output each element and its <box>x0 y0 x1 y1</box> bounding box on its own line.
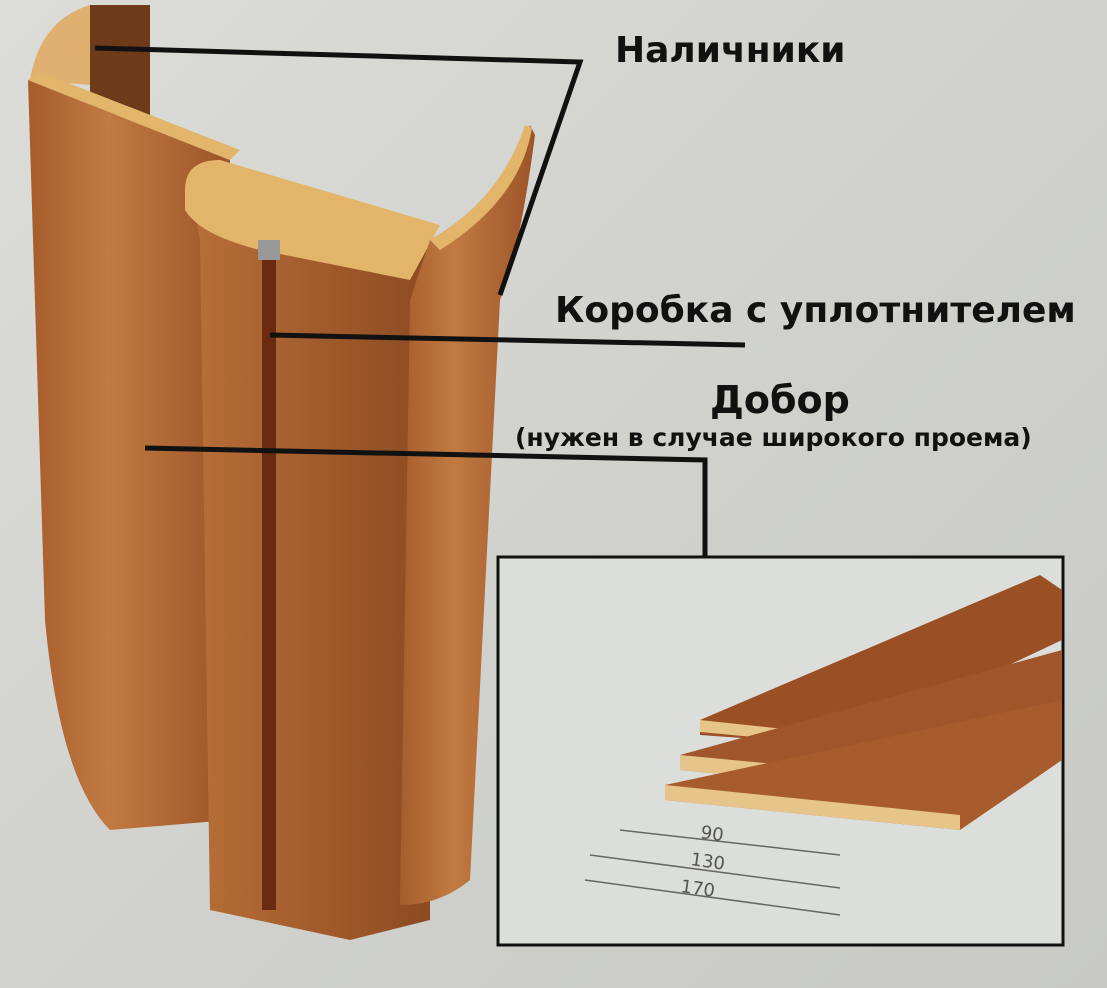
label-frame: Коробка с уплотнителем <box>555 290 1076 331</box>
label-casing: Наличники <box>615 30 846 71</box>
frame-box <box>185 160 440 940</box>
label-extension-note: (нужен в случае широкого проема) <box>515 423 1032 452</box>
dimension-170: 170 <box>679 876 716 902</box>
seal-groove <box>262 250 276 910</box>
extension-inset: 90 130 170 <box>496 555 1065 947</box>
casing-front <box>28 72 240 830</box>
leader-lines <box>94 45 746 600</box>
dimension-130: 130 <box>689 849 726 875</box>
label-extension: Добор <box>710 378 850 422</box>
dimension-90: 90 <box>699 822 725 846</box>
seal <box>258 240 280 260</box>
casing-right <box>400 125 535 905</box>
end-grain <box>185 160 440 280</box>
